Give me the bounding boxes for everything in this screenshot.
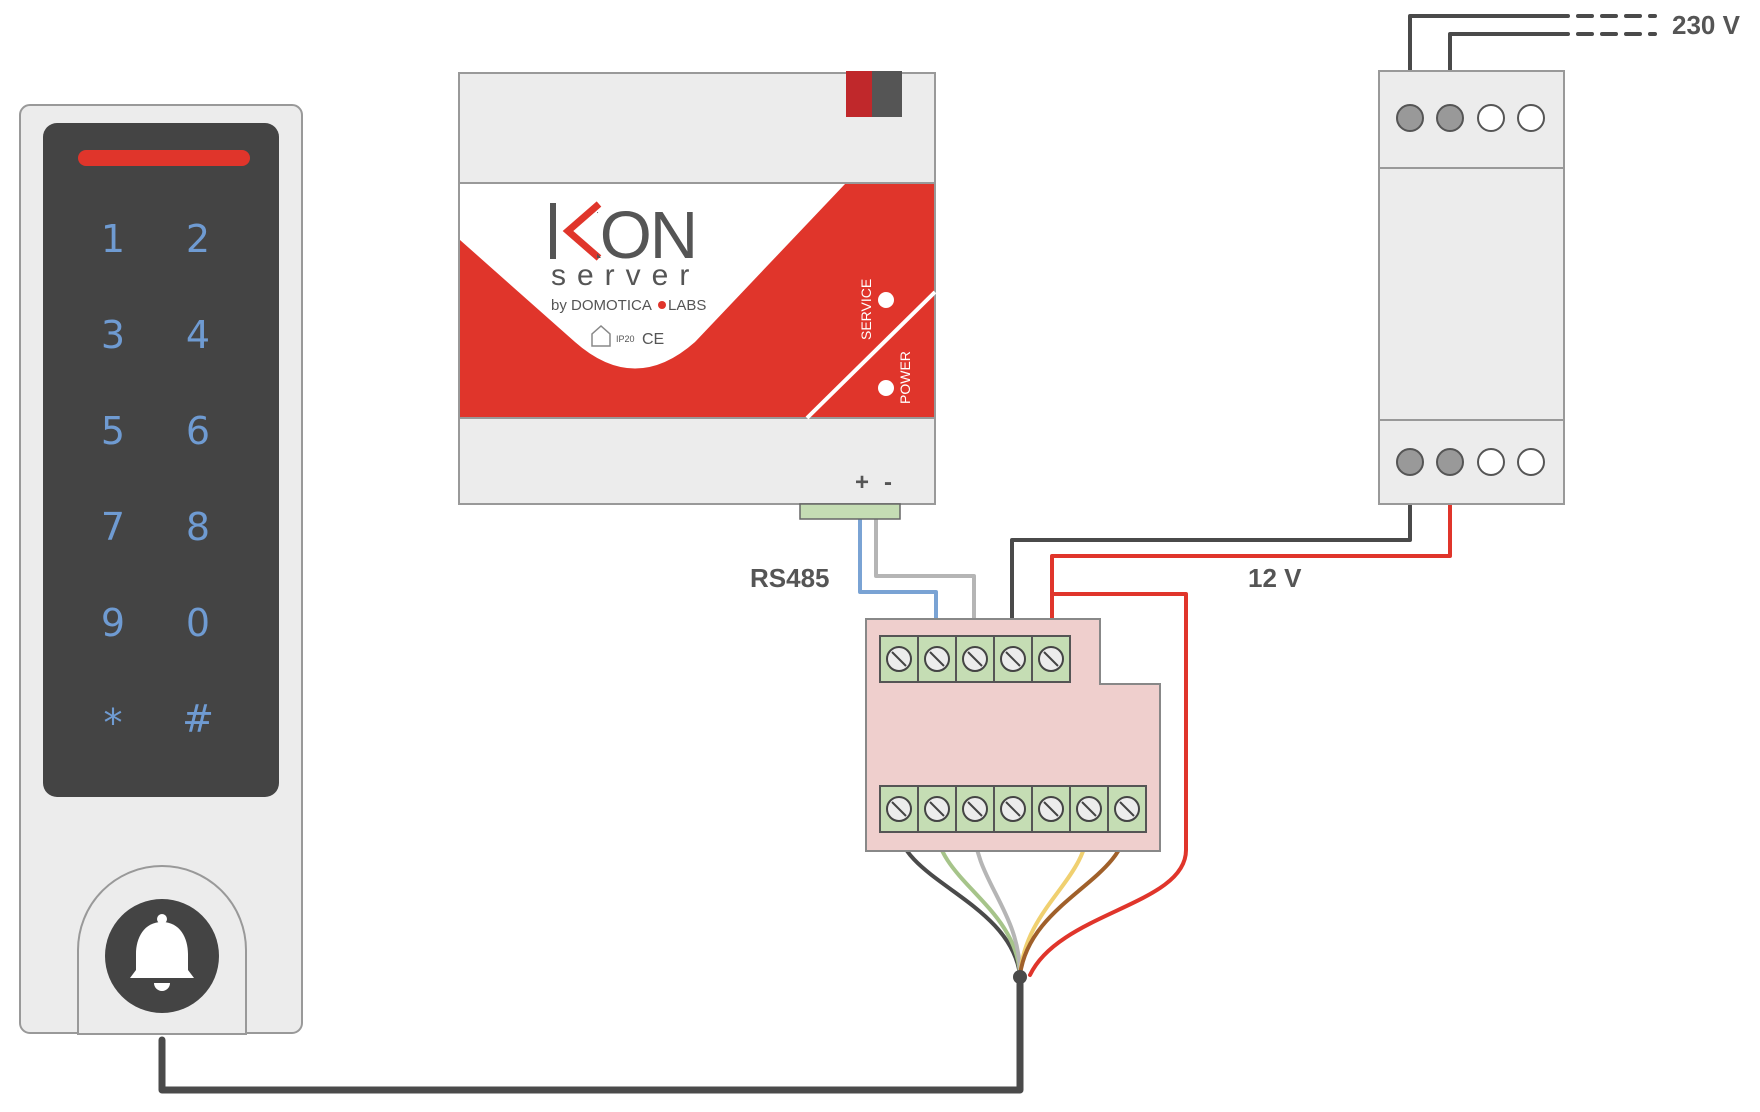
supply-voltage-label: 12 V xyxy=(1248,563,1302,593)
mains-voltage-label: 230 V xyxy=(1672,10,1741,40)
service-led-label: SERVICE xyxy=(858,279,874,340)
home-icon xyxy=(591,324,611,347)
psu-input-terminal-3 xyxy=(1477,104,1505,132)
keypad-panel xyxy=(43,123,279,797)
psu-input-terminal-2 xyxy=(1436,104,1464,132)
bottom-terminal-screw-slot-4 xyxy=(1005,801,1021,817)
bottom-terminal-screws xyxy=(886,796,1140,822)
key-6[interactable]: 6 xyxy=(186,409,210,453)
logo-labs-text: LABS xyxy=(668,297,706,314)
power-led-label: POWER xyxy=(897,351,913,404)
psu-output-terminal-4 xyxy=(1517,448,1545,476)
key-4[interactable]: 4 xyxy=(186,313,210,357)
power-supply-device xyxy=(1378,70,1565,505)
key-7[interactable]: 7 xyxy=(101,505,125,549)
psu-input-terminal-1 xyxy=(1396,104,1424,132)
key-9[interactable]: 9 xyxy=(101,601,125,645)
server-red-connector xyxy=(846,71,874,117)
kon-server-device: KON server by DOMOTICA LABS IP20 CE SERV… xyxy=(458,71,937,520)
psu-output-terminal-2 xyxy=(1436,448,1464,476)
bottom-terminal-screw-slot-1 xyxy=(891,801,907,817)
rating-text: IP20 xyxy=(616,334,635,344)
key-8[interactable]: 8 xyxy=(186,505,210,549)
cable-splice-dot xyxy=(1013,970,1027,984)
key-1[interactable]: 1 xyxy=(101,217,125,261)
top-terminal-screws xyxy=(886,646,1064,672)
key-3[interactable]: 3 xyxy=(101,313,125,357)
top-terminal-screw-slot-5 xyxy=(1043,651,1059,667)
key-2[interactable]: 2 xyxy=(186,217,210,261)
keypad-indicator-bar xyxy=(78,150,250,166)
server-label-white-shape xyxy=(460,184,845,369)
logo-dot xyxy=(658,301,666,309)
psu-output-terminal-3 xyxy=(1477,448,1505,476)
server-rs485-terminal xyxy=(799,503,901,520)
mains-wire-1 xyxy=(1408,14,1570,88)
key-5[interactable]: 5 xyxy=(101,409,125,453)
psu-housing xyxy=(1378,70,1565,505)
bottom-terminal-screw-slot-5 xyxy=(1043,801,1059,817)
server-gray-connector xyxy=(872,71,902,117)
key-star[interactable]: * xyxy=(104,701,123,745)
top-terminal-screw-slot-3 xyxy=(967,651,983,667)
bell-icon xyxy=(130,914,194,991)
top-terminal-screw-slot-4 xyxy=(1005,651,1021,667)
logo-by-text: by DOMOTICA xyxy=(551,297,652,314)
bottom-terminal-screw-slot-2 xyxy=(929,801,945,817)
keypad-device: 1 2 3 4 5 6 7 8 9 0 * # xyxy=(19,104,303,1035)
top-terminal-screw-slot-1 xyxy=(891,651,907,667)
junction-box xyxy=(865,618,1161,852)
logo-sub-text: server xyxy=(551,259,700,292)
psu-input-terminal-4 xyxy=(1517,104,1545,132)
rs485-gray-wire xyxy=(874,516,976,657)
keypad-cable xyxy=(158,971,1024,1094)
terminal-minus-label: - xyxy=(884,469,892,496)
ce-mark: CE xyxy=(642,331,664,348)
power-led xyxy=(878,380,894,396)
red-loop-wire xyxy=(1028,592,1188,977)
service-led xyxy=(878,292,894,308)
bottom-terminal-screw-slot-6 xyxy=(1081,801,1097,817)
terminal-plus-label: + xyxy=(855,469,869,496)
key-hash[interactable]: # xyxy=(182,697,214,741)
server-label-stripe xyxy=(805,290,937,420)
key-0[interactable]: 0 xyxy=(186,601,210,645)
bottom-terminal-screw-slot-3 xyxy=(967,801,983,817)
psu-positive-wire xyxy=(1050,460,1452,657)
bottom-terminal-screw-slot-7 xyxy=(1119,801,1135,817)
bell-button[interactable] xyxy=(105,899,219,1013)
top-terminal-screw-slot-2 xyxy=(929,651,945,667)
psu-output-terminal-1 xyxy=(1396,448,1424,476)
rs485-label: RS485 xyxy=(750,563,830,593)
